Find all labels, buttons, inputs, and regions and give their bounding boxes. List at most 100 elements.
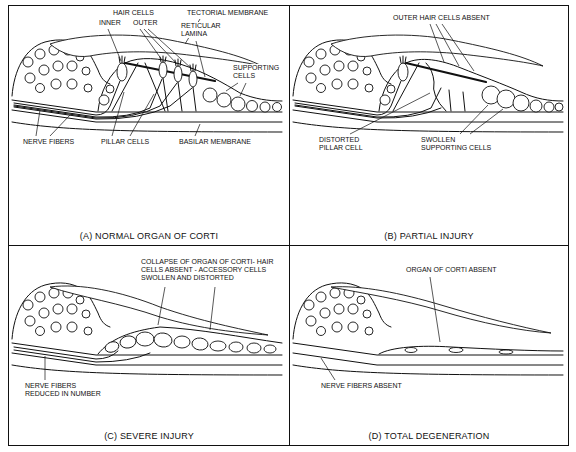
leader-line bbox=[460, 105, 503, 134]
part-label: SUPPORTING CELLS bbox=[232, 64, 286, 80]
leader-line bbox=[112, 92, 154, 136]
panel-caption: (D) TOTAL DEGENERATION bbox=[367, 431, 492, 441]
part-label: SWOLLEN SUPPORTING CELLS bbox=[420, 136, 504, 152]
tectorial-membrane bbox=[331, 35, 543, 66]
nerve-fiber bbox=[295, 88, 441, 117]
distorted-cell bbox=[119, 335, 137, 350]
panel-caption: (A) NORMAL ORGAN OF CORTI bbox=[78, 231, 221, 241]
nerve-fiber bbox=[295, 81, 401, 115]
flat-cell bbox=[405, 348, 417, 353]
leader-line bbox=[108, 29, 121, 61]
hair-cell bbox=[117, 56, 197, 87]
tectorial-membrane bbox=[50, 35, 262, 66]
part-label: COLLAPSE OF ORGAN OF CORTI- HAIR CELLS A… bbox=[140, 258, 284, 281]
distorted-cell bbox=[174, 336, 190, 348]
severe-injury-drawing bbox=[12, 343, 282, 375]
hair-cell bbox=[398, 63, 408, 81]
swollen-supporting-cell bbox=[497, 90, 515, 108]
deiters-cell bbox=[449, 90, 465, 111]
supporting-cell bbox=[247, 101, 258, 112]
panel-frame: (C) SEVERE INJURY bbox=[8, 245, 290, 446]
part-label: INNER bbox=[98, 19, 122, 27]
supporting-cell bbox=[99, 85, 282, 112]
distorted-cell bbox=[104, 340, 121, 354]
leader-line bbox=[45, 356, 46, 380]
nerve-fiber bbox=[295, 106, 441, 118]
supporting-cell bbox=[260, 102, 270, 112]
degeneration-drawing bbox=[293, 343, 563, 375]
partial-injury-drawing bbox=[293, 35, 563, 132]
supporting-cell bbox=[231, 97, 245, 111]
distorted-cell bbox=[210, 341, 226, 351]
hair-cell bbox=[119, 56, 196, 71]
part-label: BASILAR MEMBRANE bbox=[178, 138, 252, 146]
leader-line bbox=[158, 287, 215, 330]
leader-line bbox=[36, 19, 246, 136]
nerve-fiber bbox=[295, 81, 441, 118]
panel-frame: (A) NORMAL ORGAN OF CORTI bbox=[8, 5, 290, 246]
swollen-supporting-cell bbox=[387, 85, 395, 93]
distorted-cell bbox=[136, 332, 154, 346]
leader-line bbox=[226, 83, 246, 96]
severe-injury-drawing bbox=[12, 283, 282, 375]
part-label: NERVE FIBERS bbox=[22, 138, 75, 146]
hair-cell bbox=[189, 71, 197, 87]
panel-frame: (B) PARTIAL INJURY bbox=[289, 5, 569, 246]
leader-line bbox=[430, 277, 440, 342]
distorted-cell bbox=[264, 345, 276, 353]
leader-line bbox=[45, 287, 215, 380]
tectorial-membrane bbox=[50, 286, 268, 335]
swollen-supporting-cell bbox=[544, 102, 554, 112]
part-label: TECTORIAL MEMBRANE bbox=[186, 9, 269, 17]
flat-cell bbox=[499, 350, 513, 354]
tectorial-membrane bbox=[331, 287, 551, 333]
flat-epithelium bbox=[379, 346, 563, 354]
distorted-pillar-cell bbox=[426, 63, 446, 111]
leader-line bbox=[321, 358, 335, 380]
part-label: PILLAR CELLS bbox=[100, 138, 150, 146]
supporting-cell bbox=[217, 93, 231, 107]
flat-cell bbox=[449, 348, 463, 353]
hair-cell bbox=[400, 56, 406, 63]
supporting-cell bbox=[99, 95, 109, 105]
swollen-supporting-cell bbox=[555, 103, 563, 111]
leader-line bbox=[350, 24, 503, 134]
swollen-supporting-cell bbox=[530, 100, 542, 112]
part-label: DISTORTED PILLAR CELL bbox=[318, 136, 374, 152]
swollen-supporting-cell bbox=[513, 95, 529, 111]
panel-caption: (B) PARTIAL INJURY bbox=[382, 231, 475, 241]
supporting-cell bbox=[273, 103, 282, 112]
leader-line bbox=[350, 93, 430, 134]
swollen-supporting-cell bbox=[380, 85, 563, 112]
nerve-fiber bbox=[14, 347, 150, 362]
degeneration-drawing bbox=[293, 283, 563, 375]
distorted-cell bbox=[153, 332, 173, 348]
reticular-lamina bbox=[125, 63, 215, 81]
panel-caption: (C) SEVERE INJURY bbox=[102, 431, 196, 441]
distorted-cell bbox=[229, 342, 243, 352]
collapsed-organ bbox=[98, 327, 282, 354]
nerve-fiber bbox=[14, 79, 162, 117]
leader-line bbox=[36, 110, 70, 136]
leader-line bbox=[196, 41, 205, 77]
distorted-cell bbox=[191, 337, 208, 351]
leader-line bbox=[140, 29, 192, 69]
nerve-fiber bbox=[14, 350, 150, 362]
supporting-cell bbox=[203, 88, 217, 102]
distorted-cell bbox=[104, 332, 276, 354]
panel-frame: (D) TOTAL DEGENERATION bbox=[289, 245, 569, 446]
pillar-cell bbox=[112, 63, 165, 111]
leader-line bbox=[430, 24, 474, 71]
part-label: HAIR CELLS bbox=[112, 9, 155, 17]
swollen-supporting-cell bbox=[380, 95, 390, 105]
nerve-fiber bbox=[14, 79, 192, 119]
hair-cell bbox=[117, 63, 127, 81]
leader-line bbox=[195, 124, 200, 136]
part-label: NERVE FIBERS ABSENT bbox=[320, 382, 403, 390]
leader-line bbox=[185, 19, 200, 44]
pillar-cell bbox=[393, 63, 419, 111]
hair-cell bbox=[159, 62, 167, 78]
leader-line bbox=[321, 277, 440, 380]
part-label: ORGAN OF CORTI ABSENT bbox=[405, 266, 498, 274]
part-label: OUTER bbox=[132, 19, 159, 27]
